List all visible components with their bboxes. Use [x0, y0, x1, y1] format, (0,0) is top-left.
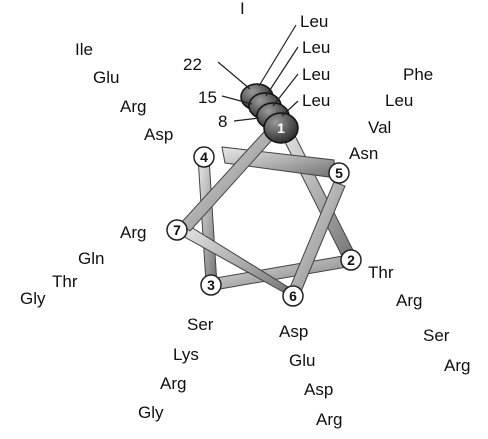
- residue-label: Arg: [396, 291, 422, 310]
- residue-label: Glu: [289, 351, 315, 370]
- position-label-15: 15: [198, 88, 217, 107]
- residue-label: Gln: [78, 249, 104, 268]
- top-mark: I: [240, 0, 245, 18]
- circle-number-2: 2: [347, 252, 355, 268]
- residue-label: Gly: [20, 289, 46, 308]
- residue-column-7: Arg Gln Thr Gly: [20, 223, 146, 308]
- residue-label: Leu: [302, 91, 330, 110]
- residue-label: Thr: [368, 263, 394, 282]
- position-label-22: 22: [183, 55, 202, 74]
- residue-label: Asn: [349, 144, 378, 163]
- circle-number-7: 7: [173, 222, 181, 238]
- residue-column-4: Ile Glu Arg Asp: [75, 40, 173, 144]
- residue-label: Arg: [120, 223, 146, 242]
- position-circle-5: 5: [329, 163, 349, 183]
- residue-column-5: Phe Leu Val Asn: [349, 65, 433, 163]
- residue-label: Leu: [385, 91, 413, 110]
- residue-column-3: Ser Lys Arg Gly: [138, 315, 214, 422]
- residue-label: Ser: [423, 326, 450, 345]
- residue-label: Arg: [120, 97, 146, 116]
- circle-number-1: 1: [277, 120, 285, 136]
- circle-number-4: 4: [200, 149, 208, 165]
- position-circle-6: 6: [283, 286, 303, 306]
- residue-column-1: Leu Leu Leu Leu: [300, 12, 330, 110]
- ribbon-6-7: [181, 224, 294, 298]
- leader-line-22: [218, 62, 250, 89]
- residue-label: Ile: [75, 40, 93, 59]
- residue-label: Arg: [316, 410, 342, 429]
- position-circle-2: 2: [341, 250, 361, 270]
- residue-label: Arg: [444, 356, 470, 375]
- residue-label: Leu: [302, 65, 330, 84]
- residue-label: Ser: [187, 315, 214, 334]
- position-circle-4: 4: [194, 147, 214, 167]
- residue-label: Lys: [173, 345, 199, 364]
- residue-column-6: Asp Glu Asp Arg: [279, 322, 342, 429]
- position-circle-7: 7: [167, 220, 187, 240]
- position-label-8: 8: [218, 112, 227, 131]
- leader-line-leu-1: [259, 25, 296, 86]
- ribbon-7-1: [180, 122, 282, 231]
- residue-label: Val: [368, 118, 391, 137]
- ribbon-3-4: [198, 157, 217, 285]
- residue-column-2: Thr Arg Ser Arg: [368, 263, 470, 375]
- circle-number-3: 3: [207, 277, 215, 293]
- residue-label: Glu: [93, 68, 119, 87]
- residue-label: Asp: [144, 125, 173, 144]
- residue-label: Gly: [138, 403, 164, 422]
- leader-line-leu-2: [266, 47, 298, 96]
- position-1-stack: 1: [241, 84, 298, 143]
- leader-line-8: [234, 118, 259, 121]
- residue-label: Thr: [52, 272, 78, 291]
- circle-number-5: 5: [335, 165, 343, 181]
- residue-label: Leu: [302, 38, 330, 57]
- residue-label: Arg: [160, 374, 186, 393]
- residue-label: Phe: [403, 65, 433, 84]
- residue-label: Leu: [300, 12, 328, 31]
- position-circle-3: 3: [201, 275, 221, 295]
- circle-number-6: 6: [289, 288, 297, 304]
- residue-label: Asp: [304, 380, 333, 399]
- residue-label: Asp: [279, 322, 308, 341]
